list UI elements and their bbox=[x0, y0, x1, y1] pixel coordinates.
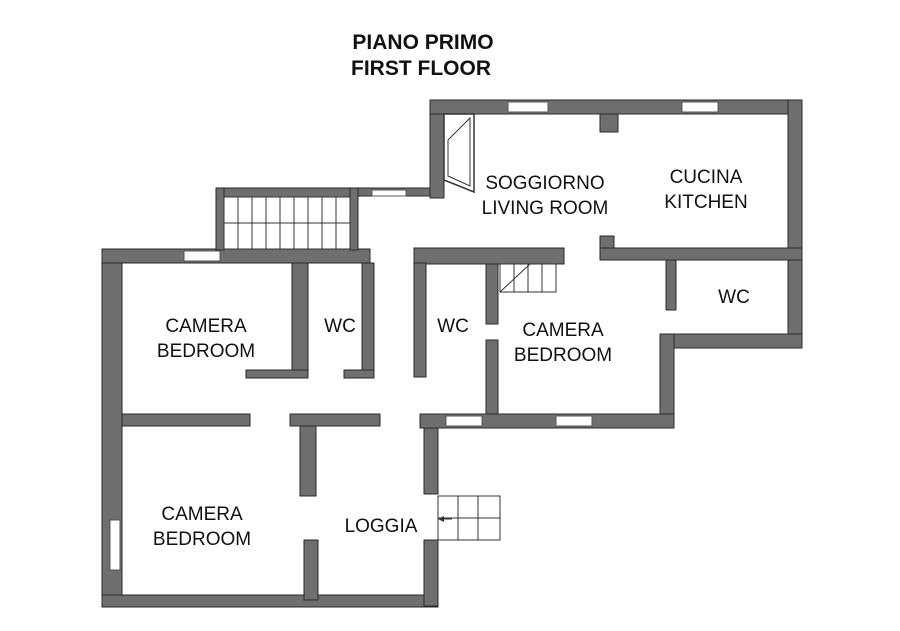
windows bbox=[109, 101, 719, 571]
label-bedroom-bottom-left: BEDROOM bbox=[153, 529, 251, 550]
label-bedroom-center: BEDROOM bbox=[514, 345, 612, 366]
label-wc-left: WC bbox=[324, 316, 356, 337]
room-labels: SOGGIORNO LIVING ROOM CUCINA KITCHEN WC … bbox=[153, 167, 750, 550]
fireplace-icon bbox=[443, 113, 475, 194]
staircase-external bbox=[437, 495, 501, 541]
label-loggia: LOGGIA bbox=[345, 516, 418, 537]
plan-title-english: FIRST FLOOR bbox=[351, 57, 491, 80]
label-wc-right: WC bbox=[718, 287, 750, 308]
label-camera-bottom-left: CAMERA bbox=[161, 504, 243, 525]
label-camera-center: CAMERA bbox=[522, 320, 604, 341]
label-wc-center: WC bbox=[437, 316, 469, 337]
label-living-room: LIVING ROOM bbox=[482, 198, 609, 219]
label-soggiorno: SOGGIORNO bbox=[485, 173, 604, 194]
label-camera-top-left: CAMERA bbox=[165, 316, 247, 337]
entry-arrow-icon bbox=[438, 516, 452, 522]
label-bedroom-top-left: BEDROOM bbox=[157, 341, 255, 362]
label-cucina: CUCINA bbox=[670, 167, 743, 188]
label-kitchen: KITCHEN bbox=[664, 192, 747, 213]
staircase-small bbox=[499, 263, 557, 293]
plan-title-italian: PIANO PRIMO bbox=[352, 31, 493, 54]
staircase-main bbox=[223, 196, 351, 250]
